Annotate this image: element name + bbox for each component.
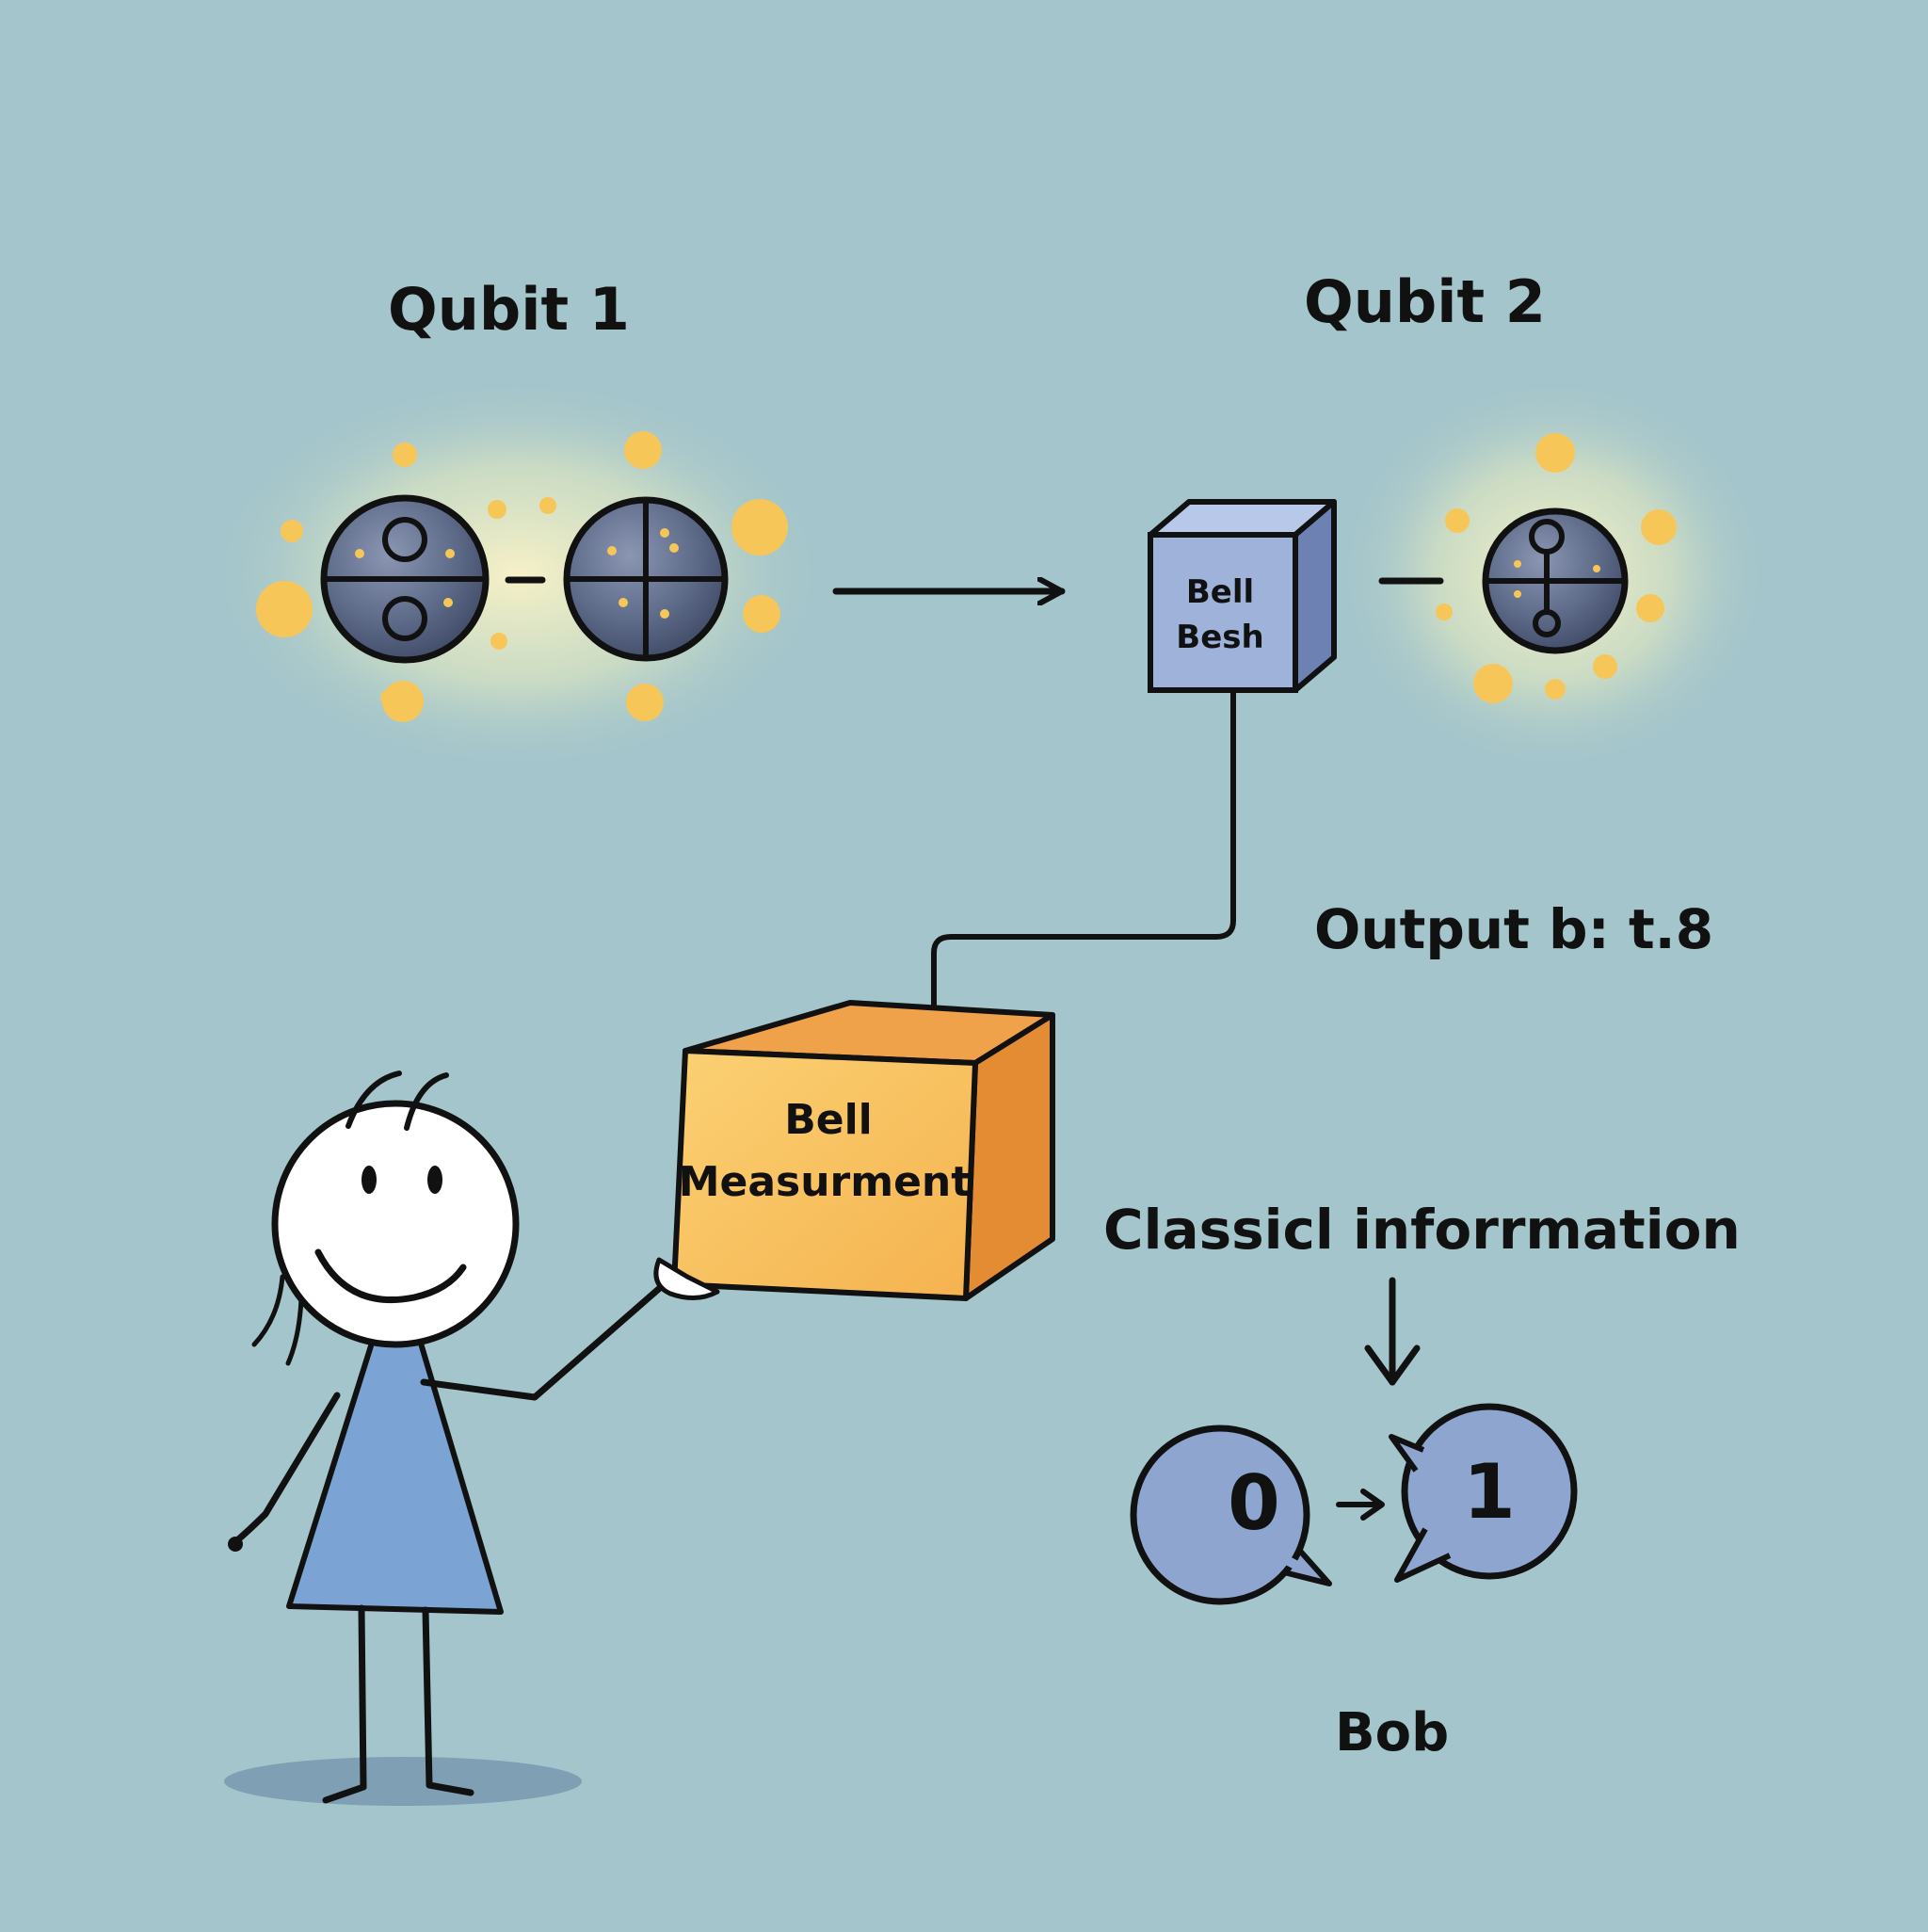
qubit-sphere-left xyxy=(320,494,490,664)
classical-information-label: Classicl inforrmation xyxy=(1103,1198,1741,1262)
glow-dots-left xyxy=(256,431,788,722)
measurement-cable xyxy=(931,689,1236,1035)
stick-figure-alice xyxy=(224,1071,720,1806)
bell-besh-text-line2: Besh xyxy=(1176,619,1263,656)
glow-qubit1-pair xyxy=(207,377,828,772)
measurement-text-line1: Bell xyxy=(784,1096,873,1144)
figure-head xyxy=(271,1100,520,1348)
down-arrow-head xyxy=(1364,1344,1421,1386)
bell-measurement-box xyxy=(671,1000,1055,1301)
qubit-sphere-right xyxy=(563,496,729,662)
bit-zero-text: 0 xyxy=(1228,1459,1280,1547)
bell-besh-box xyxy=(1148,499,1337,693)
figure-dress xyxy=(286,1334,504,1615)
speech-bubble-one xyxy=(1389,1403,1578,1583)
speech-bubble-zero xyxy=(1130,1425,1332,1605)
bit-one-text: 1 xyxy=(1463,1448,1516,1536)
bell-besh-text-line1: Bell xyxy=(1186,573,1254,611)
glow-dots-right xyxy=(1436,433,1677,703)
qubit2-sphere xyxy=(1482,507,1629,654)
figure-shadow xyxy=(224,1757,582,1806)
output-label: Output b: t.8 xyxy=(1314,897,1714,961)
qubit1-label: Qubit 1 xyxy=(388,275,630,344)
qubit2-label: Qubit 2 xyxy=(1304,267,1546,336)
measurement-text-line2: Measurment xyxy=(679,1158,972,1206)
flip-arrow-head xyxy=(1360,1489,1385,1521)
bob-label: Bob xyxy=(1335,1702,1450,1763)
figure-hand xyxy=(653,1257,720,1300)
